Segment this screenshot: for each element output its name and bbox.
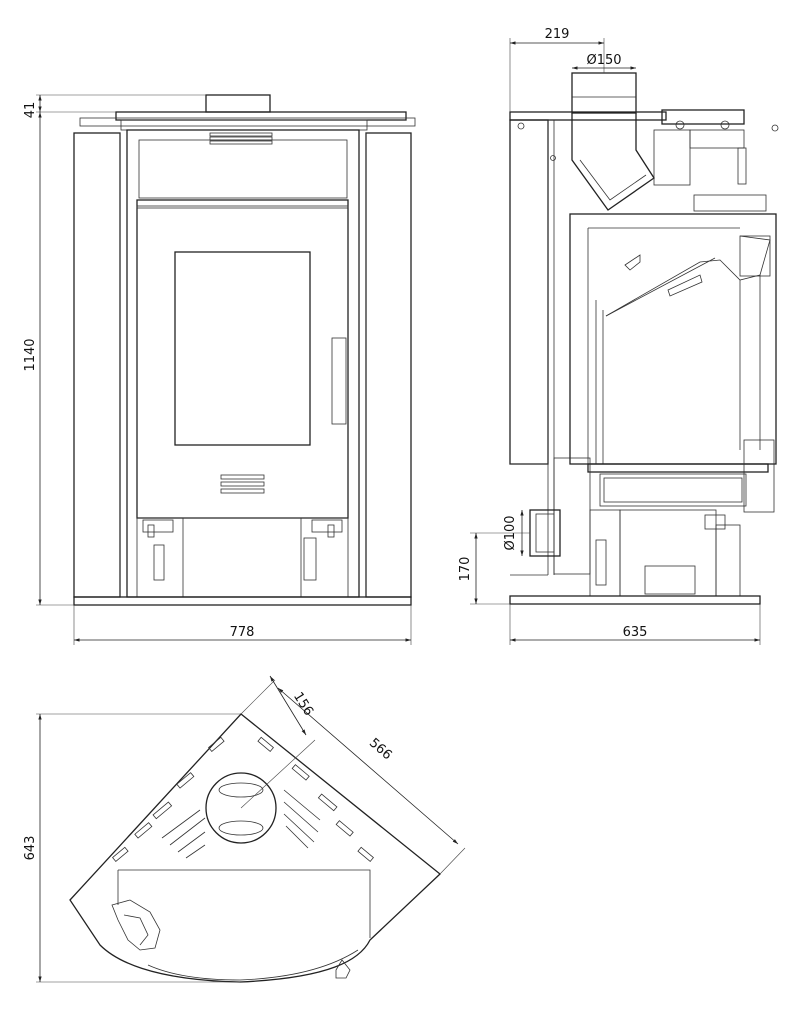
- dim-front-top: 41: [23, 102, 38, 119]
- dim-side-flue-diameter: Ø150: [586, 53, 621, 68]
- top-view: 156 566 643: [23, 675, 466, 983]
- dim-front-height: 1140: [23, 338, 38, 371]
- dim-top-side-length: 566: [366, 736, 395, 764]
- side-view: 219 Ø150 635 170 Ø100: [458, 27, 779, 645]
- air-inlet: [529, 509, 561, 557]
- front-view: 41 1140 778: [23, 94, 416, 645]
- dim-top-depth: 643: [23, 836, 38, 861]
- dim-side-inlet-height: 170: [458, 557, 473, 582]
- dim-front-width: 778: [230, 625, 255, 640]
- dim-side-flue-offset: 219: [545, 27, 570, 42]
- left-lower-handle: [142, 519, 174, 581]
- stove-door: [136, 199, 349, 519]
- top-vent-grille: [209, 132, 273, 145]
- dim-side-inlet-diameter: Ø100: [503, 515, 518, 550]
- top-vent-slots-left: [112, 736, 225, 863]
- dim-side-depth: 635: [623, 625, 648, 640]
- dim-top-flue-offset: 156: [290, 690, 316, 719]
- right-lower-handle: [303, 519, 343, 581]
- top-flue-opening: [205, 772, 277, 844]
